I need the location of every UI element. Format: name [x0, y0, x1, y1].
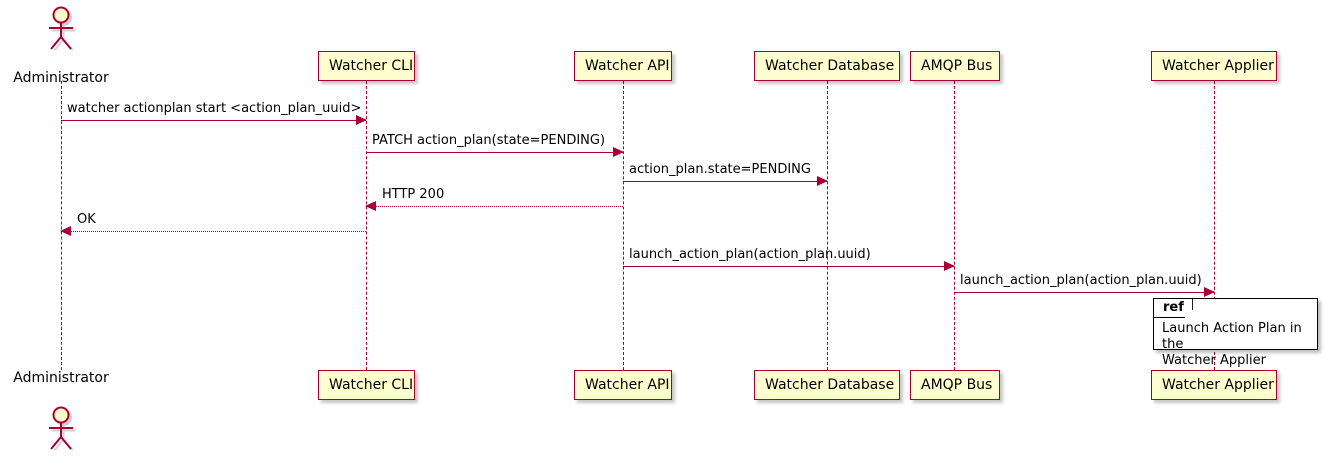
fragment-body-text: Launch Action Plan in the Watcher Applie… — [1162, 321, 1302, 368]
fragment-tab-label: ref — [1154, 299, 1193, 318]
participant-footer-watcher-api: Watcher API — [574, 370, 672, 400]
lifeline-watcher-cli — [366, 81, 367, 370]
arrow-head-icon — [365, 201, 376, 211]
actor-label-administrator: Administrator — [13, 370, 109, 386]
participant-footer-watcher-database: Watcher Database — [754, 370, 900, 400]
message-label-msg-5: OK — [77, 212, 96, 227]
participant-header-watcher-applier: Watcher Applier — [1151, 51, 1277, 81]
message-line-msg-3 — [623, 181, 827, 182]
participant-footer-watcher-cli: Watcher CLI — [318, 370, 415, 400]
lifeline-watcher-api — [623, 81, 624, 370]
lifeline-administrator — [61, 81, 62, 370]
participant-footer-watcher-applier: Watcher Applier — [1151, 370, 1277, 400]
message-label-msg-7: launch_action_plan(action_plan.uuid) — [960, 273, 1202, 288]
lifeline-watcher-applier — [1214, 81, 1215, 370]
participant-header-watcher-api: Watcher API — [574, 51, 672, 81]
participant-header-watcher-database: Watcher Database — [754, 51, 900, 81]
actor-administrator — [49, 406, 76, 450]
participant-header-amqp-bus: AMQP Bus — [910, 51, 1000, 81]
message-label-msg-3: action_plan.state=PENDING — [629, 162, 811, 177]
lifeline-amqp-bus — [954, 81, 955, 370]
arrow-head-icon — [1204, 287, 1215, 297]
arrow-head-icon — [356, 115, 367, 125]
actor-administrator — [49, 6, 76, 50]
message-label-msg-2: PATCH action_plan(state=PENDING) — [372, 133, 606, 148]
arrow-head-icon — [613, 147, 624, 157]
message-line-msg-1 — [61, 120, 366, 121]
message-line-msg-4 — [366, 206, 623, 207]
message-label-msg-4: HTTP 200 — [382, 187, 445, 202]
message-line-msg-5 — [61, 231, 366, 232]
message-label-msg-6: launch_action_plan(action_plan.uuid) — [629, 247, 871, 262]
arrow-head-icon — [817, 176, 828, 186]
message-line-msg-7 — [954, 292, 1214, 293]
message-line-msg-2 — [366, 152, 623, 153]
participant-footer-amqp-bus: AMQP Bus — [910, 370, 1000, 400]
message-line-msg-6 — [623, 266, 954, 267]
message-label-msg-1: watcher actionplan start <action_plan_uu… — [67, 101, 362, 116]
lifeline-watcher-database — [827, 81, 828, 370]
participant-header-watcher-cli: Watcher CLI — [318, 51, 415, 81]
arrow-head-icon — [944, 261, 955, 271]
arrow-head-icon — [60, 226, 71, 236]
actor-label-administrator: Administrator — [13, 70, 109, 86]
